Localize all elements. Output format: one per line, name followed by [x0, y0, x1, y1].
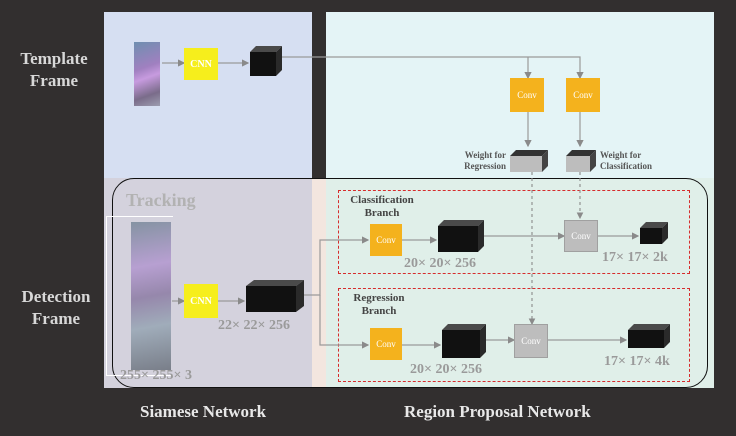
- detection-frame-image: [131, 222, 171, 370]
- weight-classification-label: Weight for Classification: [600, 150, 653, 171]
- regression-xcorr-conv: Conv: [514, 324, 548, 358]
- reg-output-dim-label: 17× 17× 4k: [604, 354, 670, 369]
- template-cnn-block: CNN: [184, 48, 218, 80]
- template-frame-label: Template Frame: [20, 49, 88, 90]
- feature-dim-label: 22× 22× 256: [218, 318, 290, 333]
- reg-feature-dim-label: 20× 20× 256: [410, 362, 482, 377]
- regression-weight-conv: Conv: [510, 78, 544, 112]
- regression-branch-label: Regression Branch: [353, 292, 405, 317]
- weight-regression-label: Weight for Regression: [464, 150, 506, 171]
- region-proposal-network-label: Region Proposal Network: [404, 402, 591, 421]
- cls-feature-dim-label: 20× 20× 256: [404, 256, 476, 271]
- classification-branch-conv: Conv: [370, 224, 402, 256]
- classification-weight-conv: Conv: [566, 78, 600, 112]
- classification-xcorr-conv: Conv: [564, 220, 598, 252]
- detection-frame-label: Detection Frame: [21, 287, 91, 328]
- regression-branch-conv: Conv: [370, 328, 402, 360]
- feature-cubes: [246, 46, 670, 358]
- classification-branch-label: Classification Branch: [350, 194, 414, 219]
- tracking-region: [112, 178, 708, 388]
- detection-frame-bracket: [106, 216, 173, 376]
- siamese-network-label: Siamese Network: [140, 402, 267, 421]
- classification-branch-box: [338, 190, 690, 274]
- tracking-overlay-gap: [312, 178, 326, 388]
- input-dim-label: 255× 255× 3: [120, 368, 192, 383]
- cls-output-dim-label: 17× 17× 2k: [602, 250, 668, 265]
- detection-cnn-block: CNN: [184, 284, 218, 318]
- regression-branch-box: [338, 288, 690, 382]
- tracking-label: Tracking: [126, 190, 196, 210]
- template-frame-image: [134, 42, 160, 106]
